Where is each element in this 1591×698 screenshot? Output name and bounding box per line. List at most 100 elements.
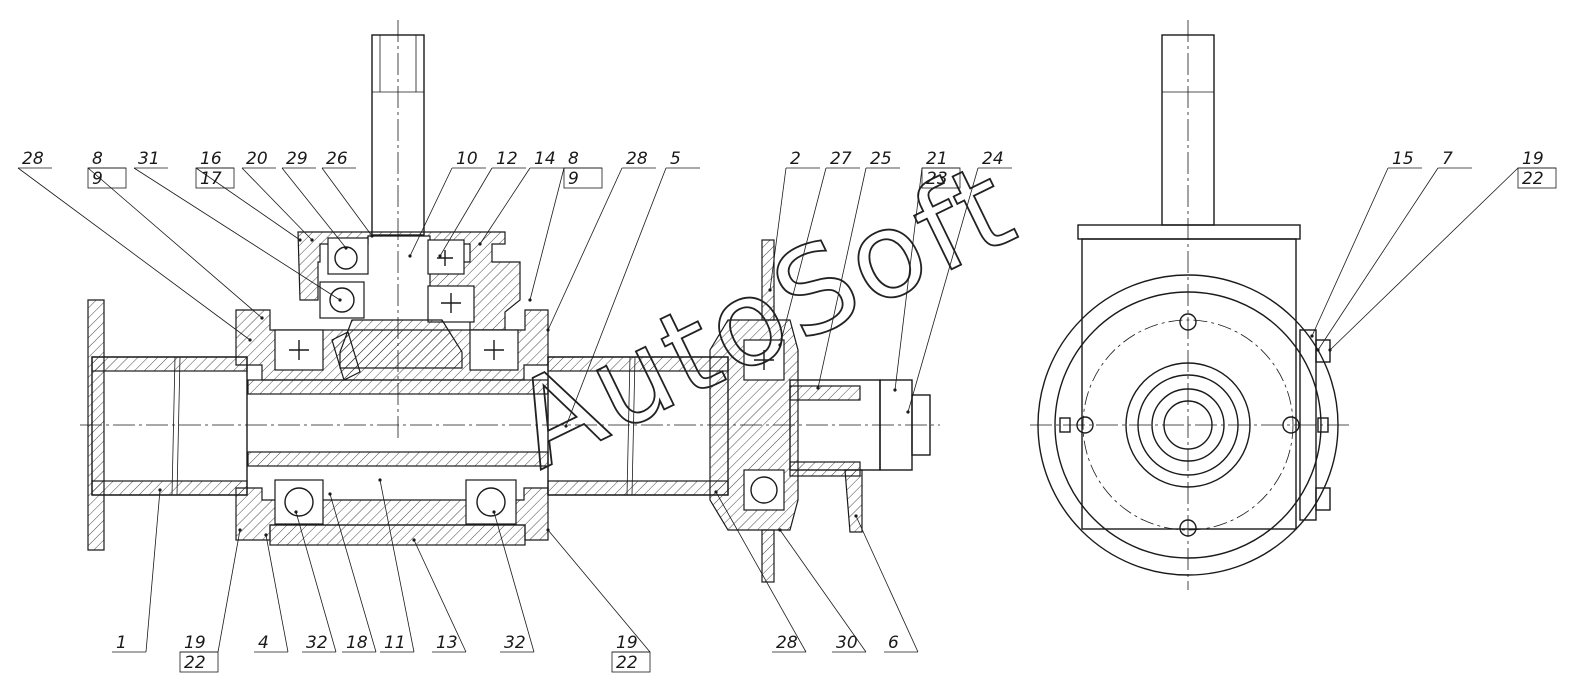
callout-number: 32 (306, 633, 328, 653)
callout-number: 11 (384, 633, 406, 653)
callout-leader (321, 167, 373, 237)
callout-dot (344, 246, 348, 250)
callout-dot (338, 298, 342, 302)
callout-leader (409, 167, 453, 257)
callout-28a: 28 (17, 149, 252, 342)
callout-number: 8 (92, 149, 103, 169)
callout-dot (158, 488, 162, 492)
callout-dot (528, 298, 532, 302)
callout-dot (768, 288, 772, 292)
callout-leader (17, 167, 251, 341)
callout-leader (217, 529, 241, 653)
callout-dot (412, 538, 416, 542)
callout-11: 11 (378, 478, 415, 653)
callout-leader (145, 489, 161, 653)
callout-7: 7 (1316, 149, 1472, 352)
callout-number: 24 (982, 149, 1004, 169)
callout-leader (907, 167, 979, 413)
callout-leader (133, 167, 341, 301)
callout-leader (241, 167, 313, 241)
callout-25: 25 (816, 149, 900, 390)
callout-number: 20 (246, 149, 268, 169)
callout-dot (328, 492, 332, 496)
callout-dot (1328, 348, 1332, 352)
callout-18: 18 (328, 492, 377, 653)
callout-dot (906, 410, 910, 414)
callout-13: 13 (412, 538, 467, 653)
callout-leader (769, 167, 787, 291)
callout-dot (854, 514, 858, 518)
callout-dot (264, 533, 268, 537)
callout-4: 4 (254, 533, 289, 653)
callout-number: 28 (626, 149, 648, 169)
callout-6: 6 (854, 514, 919, 653)
callout-leader (1317, 167, 1439, 351)
callout-number: 28 (776, 633, 798, 653)
callout-dot (248, 338, 252, 342)
callout-leader (195, 167, 301, 241)
callout-31: 31 (133, 149, 342, 302)
callout-leader (715, 491, 807, 653)
callout-leader (265, 534, 289, 653)
callout-number: 19 (616, 633, 638, 653)
callout-dot (546, 328, 550, 332)
callout-dot (778, 528, 782, 532)
callout-20: 20 (241, 149, 314, 242)
callout-dot (238, 528, 242, 532)
callout-leader (779, 167, 827, 346)
callout-dot (492, 510, 496, 514)
callout-sub-number: 9 (568, 169, 579, 189)
callout-leader (817, 167, 867, 389)
callout-number: 1 (116, 633, 127, 653)
callout-26: 26 (321, 149, 374, 238)
callout-dot (478, 242, 482, 246)
callout-number: 26 (326, 149, 348, 169)
callout-dot (893, 388, 897, 392)
callout-number: 28 (22, 149, 44, 169)
callout-number: 13 (436, 633, 458, 653)
upper-housing (297, 231, 521, 331)
callout-sub-number: 17 (200, 169, 222, 189)
callout-sub-number: 9 (92, 169, 103, 189)
callout-leader (1311, 167, 1389, 337)
callout-number: 31 (138, 149, 160, 169)
callout-leader (1329, 167, 1519, 351)
callout-30: 30 (778, 528, 867, 653)
callout-sub-number: 22 (184, 653, 206, 673)
callout-number: 2 (790, 149, 801, 169)
callout-14: 14 (478, 149, 564, 246)
callout-dot (370, 234, 374, 238)
callout-number: 32 (504, 633, 526, 653)
callout-number: 4 (258, 633, 269, 653)
callout-leader (479, 167, 531, 245)
callout-number: 10 (456, 149, 478, 169)
callout-number: 14 (534, 149, 556, 169)
callout-dot (294, 510, 298, 514)
side-view (1030, 20, 1350, 590)
callout-28c: 28 (714, 490, 807, 653)
callout-number: 7 (1442, 149, 1453, 169)
callout-dot (438, 254, 442, 258)
callout-leader (413, 539, 467, 653)
callout-number: 21 (926, 149, 948, 169)
hollow-shaft (80, 299, 940, 551)
main-housing (235, 309, 549, 546)
callout-box (195, 167, 235, 189)
callout-box (563, 167, 603, 189)
callout-15: 15 (1310, 149, 1422, 338)
callout-leader (281, 167, 347, 249)
callout-leader (547, 529, 651, 653)
section-view (80, 20, 940, 583)
callout-box (87, 167, 127, 189)
callout-5: 5 (564, 149, 700, 428)
callout-dot (546, 528, 550, 532)
callout-number: 29 (286, 149, 308, 169)
callout-box (921, 167, 961, 189)
